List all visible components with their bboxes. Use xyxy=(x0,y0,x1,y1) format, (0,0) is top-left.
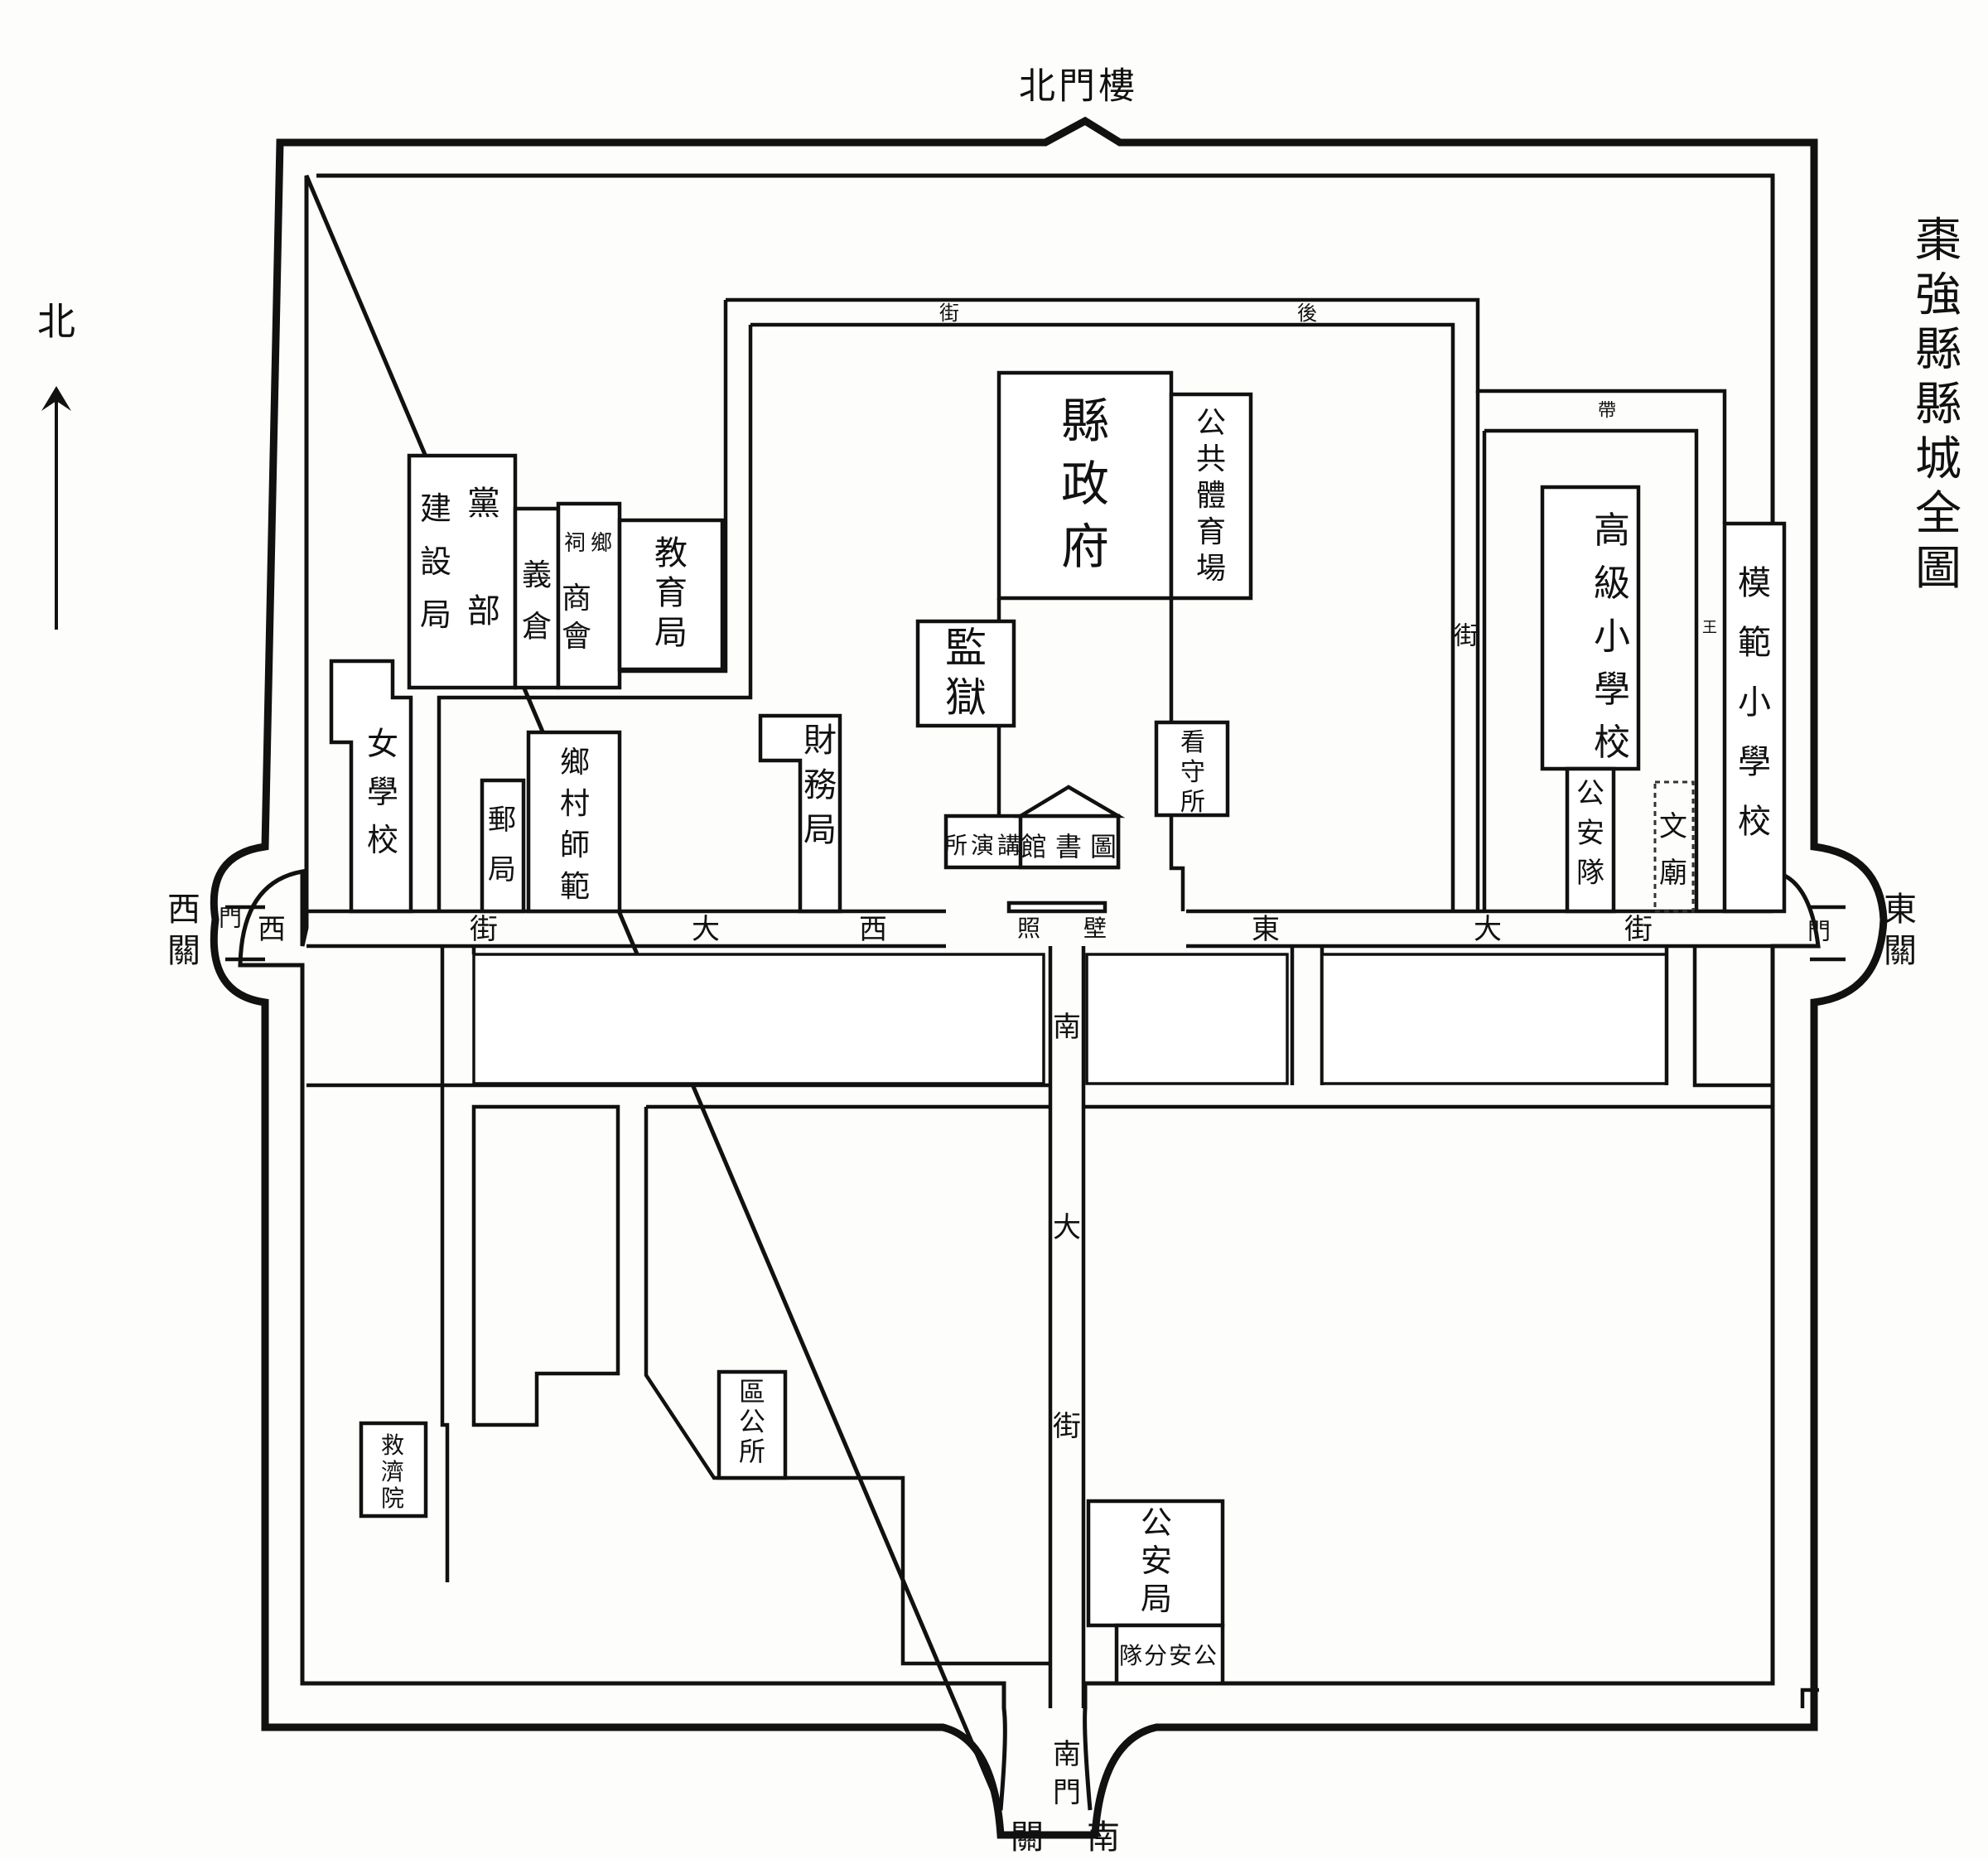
north-label: 北 xyxy=(37,299,75,344)
party-construction-building xyxy=(407,453,518,690)
district-office-building xyxy=(717,1369,788,1480)
granary-label: 義倉 xyxy=(522,558,552,644)
higher-primary-label: 高級小學校 xyxy=(1594,509,1630,764)
east-main-street-char-1: 東 xyxy=(1252,913,1280,946)
screen-wall-label: 照壁 xyxy=(1017,915,1107,942)
police-bureau-label: 公安局 xyxy=(1141,1504,1172,1617)
confucius-temple-label: 文廟 xyxy=(1659,810,1687,890)
police-branch-building xyxy=(1114,1623,1225,1686)
relief-home-label: 救濟院 xyxy=(381,1432,404,1512)
small-mark-1-label: 帶 xyxy=(1598,401,1616,422)
post-office-label: 郵局 xyxy=(488,804,516,886)
girls-school-building xyxy=(329,659,413,914)
south-main-street-char-3: 街 xyxy=(1053,1410,1081,1443)
rural-normal-building xyxy=(526,730,622,914)
gym-building xyxy=(1169,392,1253,601)
north-gate-tower-label: 北門樓 xyxy=(1019,65,1138,108)
gym-label: 公共體育場 xyxy=(1196,406,1226,586)
north-arrow-icon xyxy=(41,386,71,630)
south-main-street-char-1: 南 xyxy=(1053,1011,1081,1044)
east-main-street-char-2: 大 xyxy=(1474,913,1502,946)
library-label: 圖書館 xyxy=(1021,831,1117,862)
chamber-label: 商會 xyxy=(562,582,591,654)
back-street-char-1: 街 xyxy=(939,302,959,325)
library-building xyxy=(1018,814,1121,870)
east-gate-label: 門 xyxy=(1807,918,1831,945)
education-label: 教育局 xyxy=(654,534,688,652)
township-shrine-label: 鄉祠 xyxy=(564,531,612,556)
west-gate-label: 門 xyxy=(219,905,242,932)
west-suburb-label: 西關 xyxy=(167,891,200,970)
party-label: 黨部 xyxy=(467,485,500,630)
granary-building xyxy=(513,506,561,690)
detention-label: 看守所 xyxy=(1180,728,1205,817)
police-branch-label: 公安分隊 xyxy=(1119,1642,1217,1669)
prison-label: 監獄 xyxy=(945,624,987,722)
west-main-street-char-3: 西 xyxy=(859,913,887,946)
finance-building xyxy=(758,713,842,914)
girls-school-label: 女學校 xyxy=(367,726,398,858)
security-team-label: 公安隊 xyxy=(1576,777,1604,890)
small-mark-2-label: 王 xyxy=(1702,620,1717,637)
west-main-street-char-1: 街 xyxy=(470,913,498,946)
south-suburb-right-label: 南 xyxy=(1087,1818,1120,1857)
security-team-building xyxy=(1565,766,1616,914)
east-suburb-label: 東關 xyxy=(1884,891,1917,970)
district-office-label: 區公所 xyxy=(739,1376,765,1467)
finance-label: 財務局 xyxy=(803,722,837,849)
lecture-label: 講演所 xyxy=(944,832,1021,859)
county-government-label: 縣政府 xyxy=(1061,393,1109,575)
buildings xyxy=(329,370,1819,1708)
west-street-char-1: 西 xyxy=(258,913,286,946)
city-wall xyxy=(210,116,1888,1839)
relief-home-building xyxy=(359,1421,428,1519)
model-primary-label: 模範小學校 xyxy=(1738,564,1771,841)
south-main-street-char-2: 大 xyxy=(1053,1211,1081,1244)
post-office-building xyxy=(480,778,526,914)
south-gate-label: 南門 xyxy=(1053,1738,1081,1809)
prison-building xyxy=(915,619,1016,728)
east-side-street-label: 街 xyxy=(1454,622,1479,651)
west-main-street-char-2: 大 xyxy=(692,913,720,946)
education-building xyxy=(617,518,725,672)
confucius-temple-building xyxy=(1653,780,1695,913)
back-street-char-2: 後 xyxy=(1297,302,1317,325)
map-labels: 棗強縣縣城全圖 北 北門樓 門 西關 門 東關 南門 關 南 西 街 大 西 照… xyxy=(37,65,1961,1857)
model-primary-building xyxy=(1722,521,1787,914)
screen-wall xyxy=(1006,901,1107,914)
east-main-street-char-3: 街 xyxy=(1624,913,1653,946)
construction-label: 建設局 xyxy=(420,490,451,633)
south-suburb-left-label: 關 xyxy=(1011,1818,1044,1857)
map-title: 棗強縣縣城全圖 xyxy=(1915,214,1961,596)
detention-building xyxy=(1154,720,1230,818)
rural-normal-label: 鄉村師範 xyxy=(560,746,590,904)
